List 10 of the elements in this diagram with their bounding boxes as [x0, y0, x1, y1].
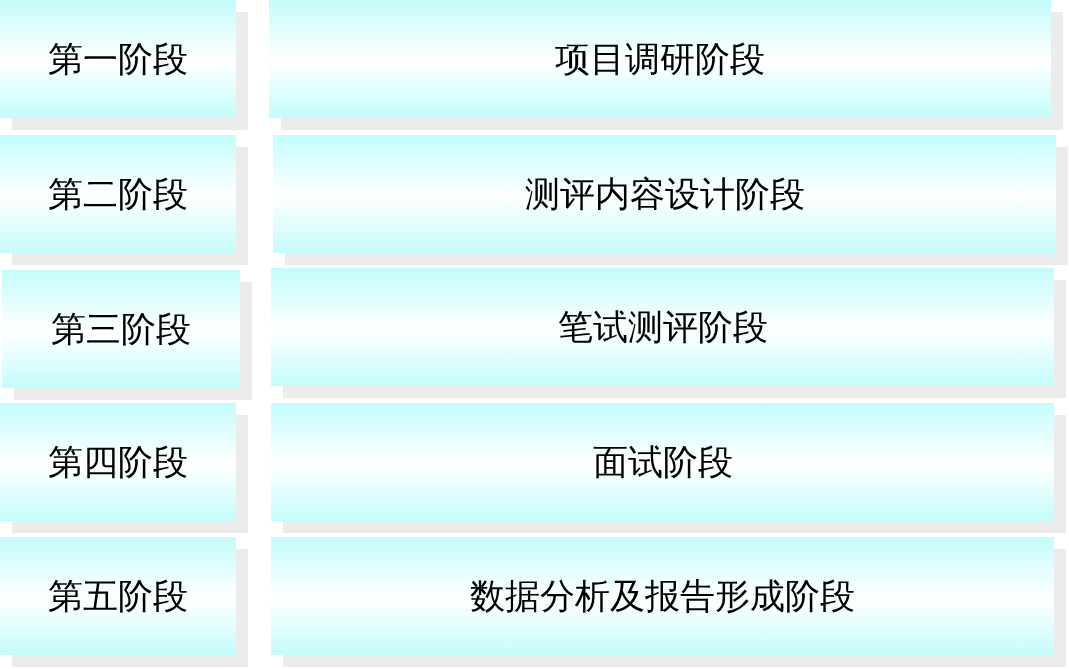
stage-label: 第二阶段 — [48, 173, 188, 215]
stage-label: 测评内容设计阶段 — [524, 173, 805, 215]
stage-label: 第四阶段 — [48, 441, 188, 483]
stage-label: 项目调研阶段 — [555, 38, 765, 80]
stage-label: 第三阶段 — [51, 308, 191, 350]
stage-label: 笔试测评阶段 — [557, 306, 768, 348]
stage-label: 第一阶段 — [48, 38, 188, 80]
stage-label: 第五阶段 — [48, 575, 188, 617]
stage-label: 数据分析及报告形成阶段 — [470, 575, 855, 617]
stage-label: 面试阶段 — [592, 441, 733, 483]
